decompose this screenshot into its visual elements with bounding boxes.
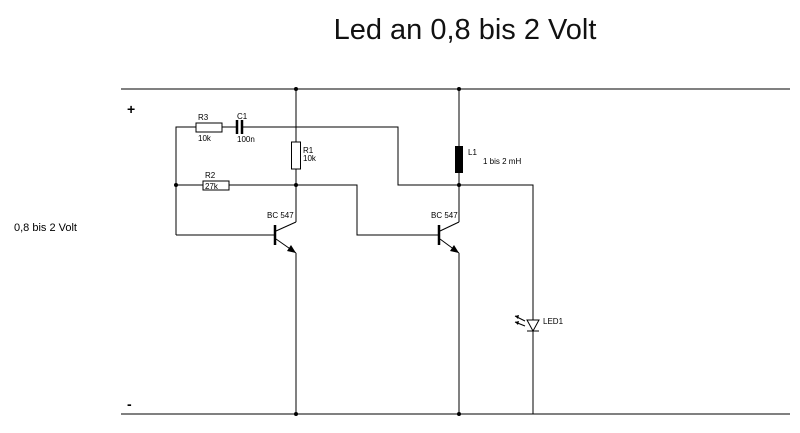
r1-branch [291, 87, 421, 236]
l1-branch [455, 87, 534, 318]
resistor-r1 [291, 141, 301, 170]
c1-ref-label: C1 [237, 112, 248, 121]
positive-sign: + [127, 101, 135, 117]
r1-ref-label: R1 [303, 146, 314, 155]
r3-value-label: 10k [198, 134, 212, 143]
led1 [514, 315, 540, 414]
r1-value-label: 10k [303, 154, 317, 163]
t1-type-label: BC 547 [267, 211, 294, 220]
junction-dot [294, 87, 298, 91]
resistor-r3 [195, 122, 223, 133]
light-emission-icon [514, 315, 526, 327]
r3-c1-branch [174, 120, 459, 235]
transistor-t2 [421, 221, 461, 416]
l1-ref-label: L1 [468, 148, 477, 157]
negative-sign: - [127, 396, 132, 412]
junction-dot [457, 412, 461, 416]
l1-value-label: 1 bis 2 mH [483, 157, 521, 166]
t2-type-label: BC 547 [431, 211, 458, 220]
supply-voltage-label: 0,8 bis 2 Volt [14, 222, 77, 234]
diagram-title: Led an 0,8 bis 2 Volt [333, 14, 597, 46]
r3-ref-label: R3 [198, 113, 209, 122]
junction-dot [294, 412, 298, 416]
r2-branch [176, 180, 296, 191]
junction-dot [457, 87, 461, 91]
c1-value-label: 100n [237, 135, 255, 144]
transistor-t1 [176, 221, 298, 416]
led1-ref-label: LED1 [543, 317, 564, 326]
inductor-l1 [455, 146, 463, 173]
r2-ref-label: R2 [205, 171, 216, 180]
r2-value-label: 27k [205, 182, 219, 191]
